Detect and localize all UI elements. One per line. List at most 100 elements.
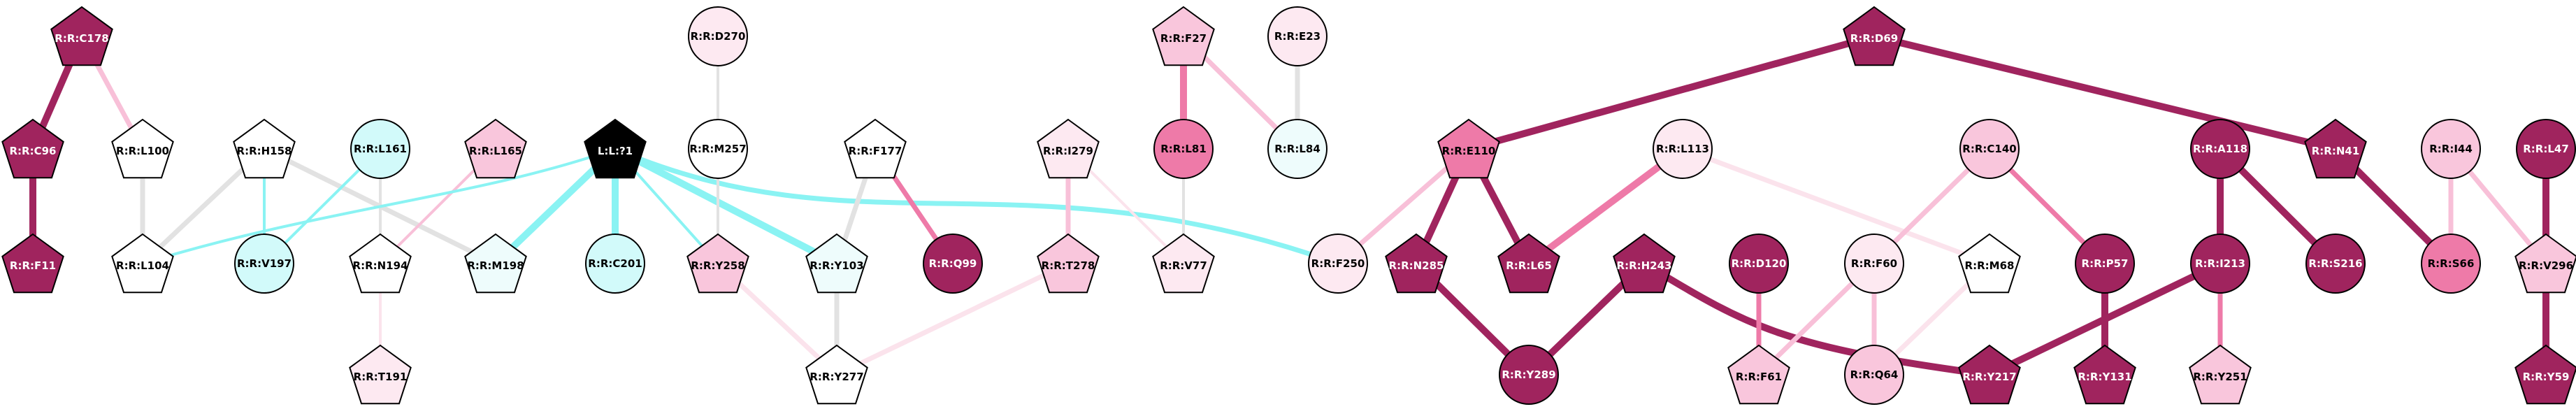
node-f177[interactable]: R:R:F177	[844, 118, 907, 179]
node-label: R:R:N41	[2312, 145, 2360, 157]
node-label: R:R:L161	[354, 143, 407, 155]
node-f60[interactable]: R:R:F60	[1844, 234, 1904, 294]
node-pentagon	[1437, 118, 1500, 179]
node-m198[interactable]: R:R:M198	[464, 233, 527, 294]
node-l65[interactable]: R:R:L65	[1497, 233, 1560, 294]
node-circle	[2075, 234, 2135, 294]
node-pentagon	[2304, 118, 2367, 179]
node-y251[interactable]: R:R:Y251	[2189, 344, 2252, 405]
node-circle	[1959, 119, 2020, 179]
node-p57[interactable]: R:R:P57	[2075, 234, 2135, 294]
node-v197[interactable]: R:R:V197	[234, 234, 294, 294]
node-circle	[2421, 234, 2481, 294]
node-a118[interactable]: R:R:A118	[2190, 119, 2250, 179]
node-n194[interactable]: R:R:N194	[349, 233, 412, 294]
edge-l71-l104	[141, 148, 617, 265]
node-m257[interactable]: R:R:M257	[688, 119, 748, 179]
node-y258[interactable]: R:R:Y258	[686, 233, 749, 294]
node-l104[interactable]: R:R:L104	[111, 233, 174, 294]
edge-d69-e110	[1465, 33, 1878, 152]
node-label: R:R:Y131	[2078, 371, 2131, 383]
node-label: R:R:M257	[689, 143, 746, 155]
node-y131[interactable]: R:R:Y131	[2073, 344, 2136, 405]
node-e110[interactable]: R:R:E110	[1437, 118, 1500, 179]
node-c178[interactable]: R:R:C178	[50, 6, 113, 66]
node-y217[interactable]: R:R:Y217	[1958, 344, 2021, 405]
node-s216[interactable]: R:R:S216	[2305, 234, 2366, 294]
node-i213[interactable]: R:R:I213	[2190, 234, 2250, 294]
node-circle	[688, 6, 748, 66]
node-l113[interactable]: R:R:L113	[1653, 119, 1713, 179]
node-d69[interactable]: R:R:D69	[1843, 6, 1906, 66]
node-pentagon	[111, 233, 174, 294]
node-v296[interactable]: R:R:V296	[2514, 233, 2576, 294]
node-h243[interactable]: R:R:H243	[1613, 233, 1676, 294]
node-label: R:R:N194	[353, 259, 408, 272]
node-y59[interactable]: R:R:Y59	[2514, 344, 2576, 405]
node-m68[interactable]: R:R:M68	[1958, 233, 2021, 294]
node-i44[interactable]: R:R:I44	[2421, 119, 2481, 179]
node-label: R:R:L165	[469, 145, 522, 157]
node-label: R:R:I279	[1043, 145, 1093, 157]
node-circle	[688, 119, 748, 179]
node-label: R:R:Q99	[929, 257, 977, 270]
node-v77[interactable]: R:R:V77	[1152, 233, 1215, 294]
node-label: R:R:T278	[1042, 259, 1095, 272]
node-c96[interactable]: R:R:C96	[1, 118, 64, 179]
node-l84[interactable]: R:R:L84	[1267, 119, 1327, 179]
node-l81[interactable]: R:R:L81	[1153, 119, 1214, 179]
node-label: R:R:L81	[1160, 143, 1207, 155]
node-circle	[923, 234, 983, 294]
node-y103[interactable]: R:R:Y103	[805, 233, 868, 294]
node-n41[interactable]: R:R:N41	[2304, 118, 2367, 179]
node-t191[interactable]: R:R:T191	[349, 344, 412, 405]
node-pentagon	[464, 233, 527, 294]
edge-layer	[29, 33, 2549, 378]
node-l165[interactable]: R:R:L165	[464, 118, 527, 179]
node-label: R:R:L104	[116, 259, 169, 272]
node-y289[interactable]: R:R:Y289	[1499, 345, 1559, 405]
node-y277[interactable]: R:R:Y277	[805, 344, 868, 405]
node-h158[interactable]: R:R:H158	[233, 118, 296, 179]
node-c201[interactable]: R:R:C201	[585, 234, 645, 294]
node-e23[interactable]: R:R:E23	[1267, 6, 1327, 66]
node-label: R:R:N285	[1389, 259, 1444, 272]
node-pentagon	[1152, 233, 1215, 294]
edge-l113-l65	[1525, 145, 1686, 267]
node-l71[interactable]: L:L:?1	[584, 118, 647, 179]
node-label: R:R:D69	[1850, 32, 1898, 45]
node-s66[interactable]: R:R:S66	[2421, 234, 2481, 294]
node-pentagon	[111, 118, 174, 179]
node-circle	[350, 119, 410, 179]
node-d270[interactable]: R:R:D270	[688, 6, 748, 66]
node-l100[interactable]: R:R:L100	[111, 118, 174, 179]
node-label: R:R:L84	[1274, 143, 1321, 155]
node-l161[interactable]: R:R:L161	[350, 119, 410, 179]
edge-h243-y217	[1641, 260, 1993, 378]
node-pentagon	[2514, 233, 2576, 294]
node-d120[interactable]: R:R:D120	[1729, 234, 1789, 294]
node-label: R:R:Y289	[1502, 368, 1555, 381]
node-circle	[2190, 119, 2250, 179]
node-f11[interactable]: R:R:F11	[1, 233, 64, 294]
node-f27[interactable]: R:R:F27	[1152, 6, 1215, 66]
node-layer: R:R:C178R:R:C96R:R:F11R:R:L100R:R:L104R:…	[1, 6, 2576, 405]
node-pentagon	[1958, 344, 2021, 405]
node-t278[interactable]: R:R:T278	[1037, 233, 1100, 294]
node-label: R:R:C178	[55, 32, 108, 45]
edge-i213-y217	[1986, 260, 2224, 378]
node-i279[interactable]: R:R:I279	[1037, 118, 1100, 179]
node-pentagon	[1, 233, 64, 294]
node-q64[interactable]: R:R:Q64	[1844, 345, 1904, 405]
node-f61[interactable]: R:R:F61	[1727, 344, 1790, 405]
node-pentagon	[2073, 344, 2136, 405]
node-l47[interactable]: R:R:L47	[2516, 119, 2576, 179]
node-f250[interactable]: R:R:F250	[1308, 234, 1368, 294]
node-n285[interactable]: R:R:N285	[1385, 233, 1448, 294]
node-label: R:R:Y251	[2193, 371, 2247, 383]
node-c140[interactable]: R:R:C140	[1959, 119, 2020, 179]
node-label: R:R:C201	[588, 257, 642, 270]
node-q99[interactable]: R:R:Q99	[923, 234, 983, 294]
node-pentagon	[2514, 344, 2576, 405]
